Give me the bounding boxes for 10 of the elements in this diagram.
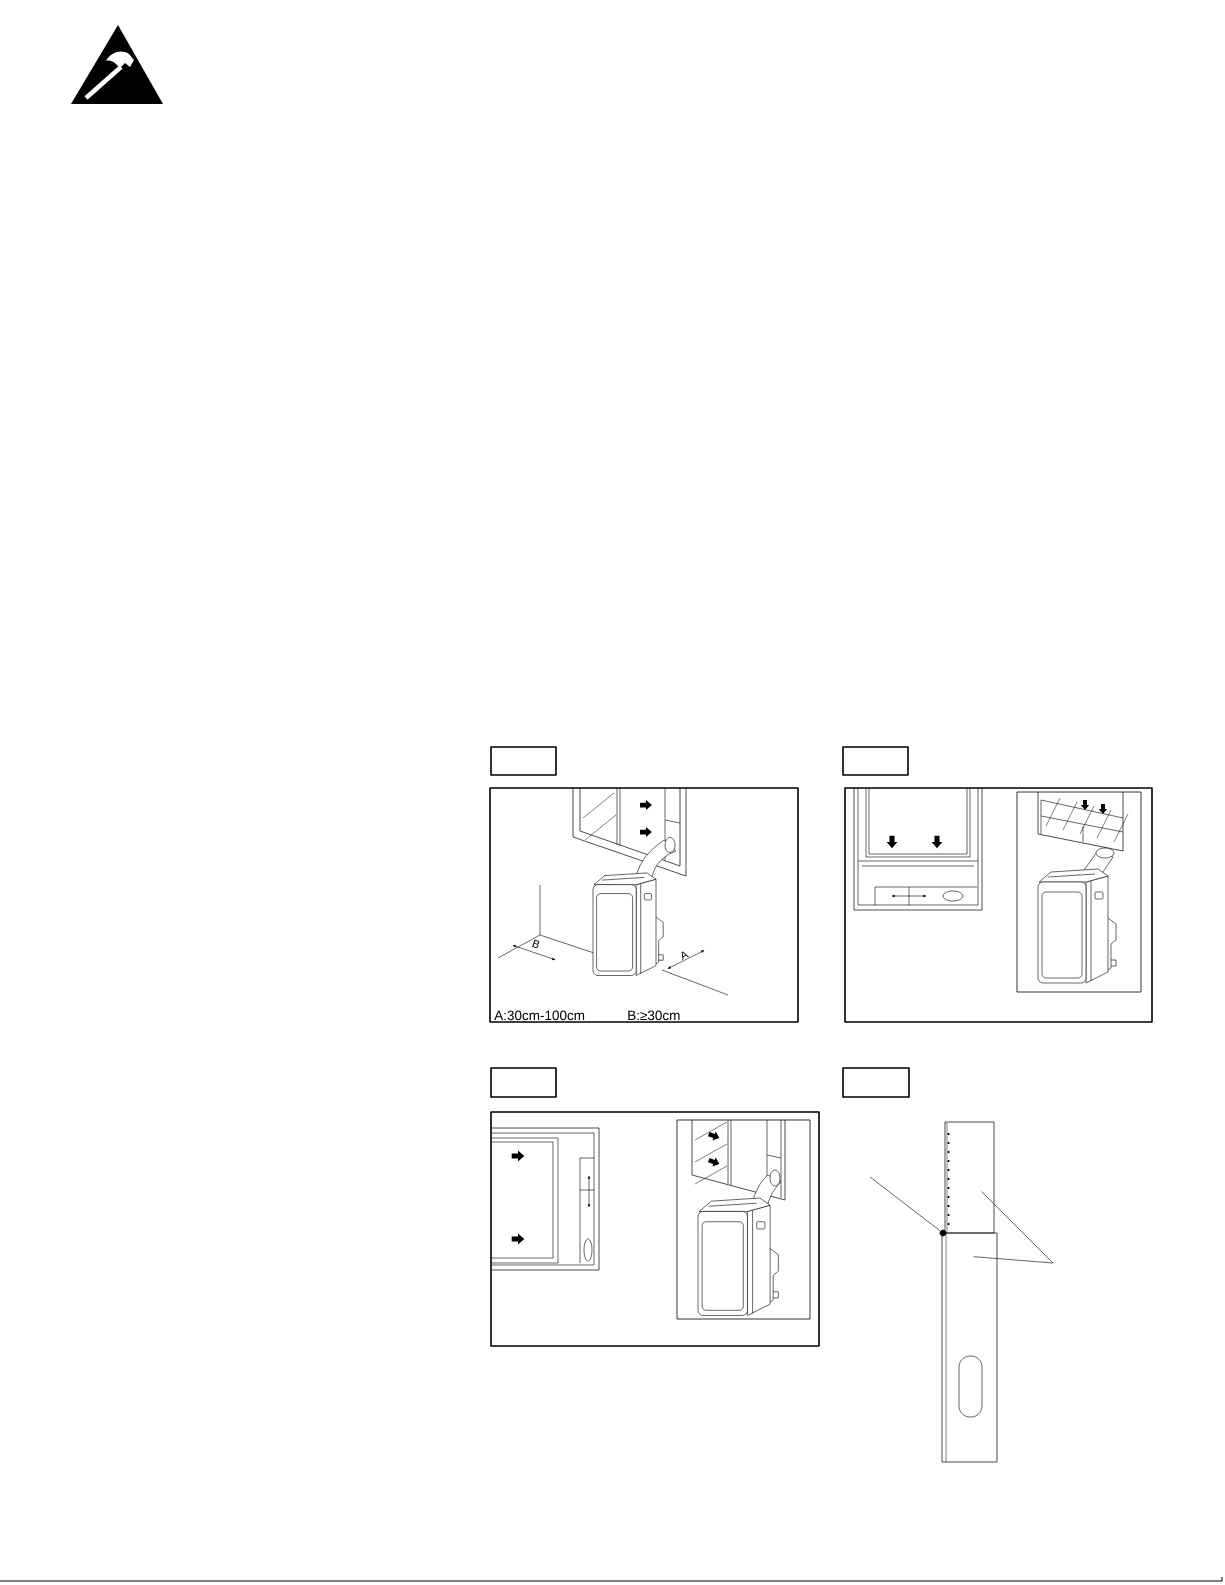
leader-line (973, 1256, 1054, 1264)
dimension-label: A (681, 951, 689, 961)
slider-panel (941, 1232, 998, 1463)
dimension-label: B (532, 939, 540, 948)
screw (939, 1229, 947, 1237)
leader-line (981, 1191, 1054, 1264)
clearance-note: B:≥30cm (628, 1010, 680, 1021)
clearance-note: A:30cm-100cm (494, 1010, 585, 1021)
slider-panel (944, 1121, 995, 1234)
leader-line (869, 1176, 941, 1232)
